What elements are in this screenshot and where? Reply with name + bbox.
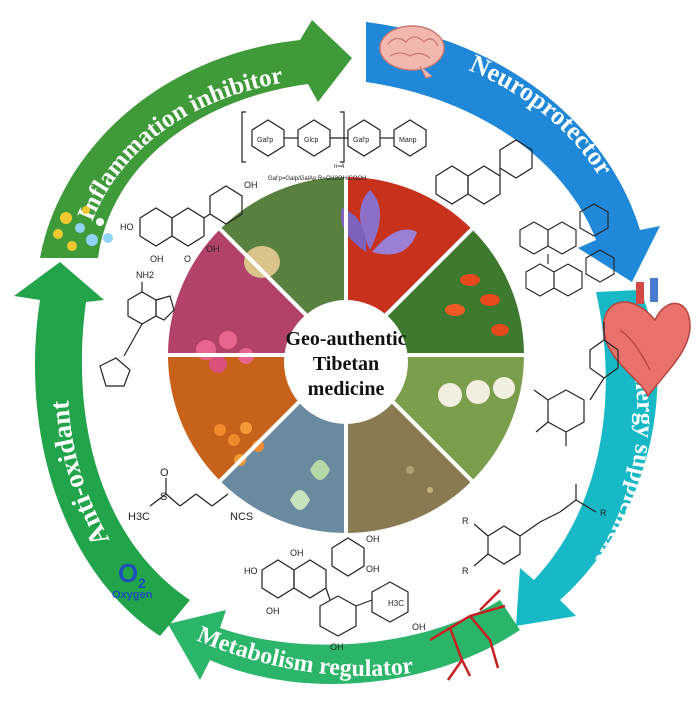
segment-energy-arrow: [516, 290, 658, 626]
svg-text:OH: OH: [150, 254, 164, 264]
segment-metabolism-arrow: [168, 600, 520, 684]
svg-text:R: R: [462, 516, 469, 526]
svg-text:OH: OH: [330, 642, 344, 652]
heart-icon: [602, 278, 691, 398]
brain-icon: [379, 25, 445, 79]
svg-text:OH: OH: [244, 180, 258, 190]
svg-text:R: R: [462, 566, 469, 576]
svg-text:H3C: H3C: [388, 599, 404, 608]
svg-text:Gal'p: Gal'p: [257, 137, 273, 144]
svg-text:Manp: Manp: [399, 137, 417, 144]
svg-text:HO: HO: [120, 222, 134, 232]
svg-text:Glcp: Glcp: [304, 137, 319, 144]
flavonoid-structure-right: [435, 139, 533, 205]
center-line-1: Geo-authentic: [285, 328, 406, 350]
amide-structure: [473, 484, 597, 567]
center-line-3: medicine: [308, 378, 385, 400]
svg-text:Gal'p: Gal'p: [353, 137, 369, 144]
segment-inflammation-arrow: [40, 20, 352, 258]
svg-text:OH: OH: [206, 244, 220, 254]
svg-text:O: O: [160, 467, 169, 479]
segment-antioxidant-arrow: [14, 262, 190, 636]
procyanidin-structure: [519, 203, 615, 297]
segment-antioxidant: Anti-oxidant O 2 Oxygen: [14, 262, 190, 636]
flavonoid-structure-left: [139, 185, 243, 247]
svg-text:OH: OH: [266, 606, 280, 616]
svg-text:OH: OH: [412, 622, 426, 632]
flavonoid-glycoside-structure: [261, 537, 409, 637]
center-label: Geo-authentic Tibetan medicine: [284, 300, 408, 424]
svg-text:OH: OH: [366, 534, 380, 544]
svg-text:NCS: NCS: [230, 511, 253, 523]
svg-text:Gal'p=Galp/GalAp R=CH2OH/: Gal'p=Galp/GalAp R=CH2OH/COOH: [268, 176, 367, 182]
adenosine-structure: [99, 282, 175, 387]
svg-text:O: O: [184, 254, 191, 264]
segment-neuro-arrow: [366, 22, 660, 282]
svg-text:S: S: [160, 491, 167, 503]
oxygen-icon: O 2 Oxygen: [112, 558, 153, 601]
svg-text:HO: HO: [244, 566, 258, 576]
glucoside-structure: [533, 322, 619, 446]
segment-metabolism: Metabolism regulator: [168, 589, 520, 684]
svg-text:OH: OH: [290, 548, 304, 558]
svg-text:R: R: [600, 508, 607, 518]
svg-text:2: 2: [138, 575, 146, 591]
svg-text:n=4: n=4: [334, 164, 345, 170]
svg-text:Oxygen: Oxygen: [112, 589, 153, 601]
polysaccharide-structure: [241, 111, 427, 163]
segment-energy: Energy supplement: [516, 278, 691, 626]
sulforaphane-structure: [149, 478, 229, 507]
svg-text:H3C: H3C: [128, 511, 150, 523]
center-line-2: Tibetan: [313, 353, 379, 375]
svg-text:OH: OH: [366, 564, 380, 574]
blood-vessel-icon: [429, 589, 506, 681]
adenosine-nh2: NH2: [136, 270, 154, 280]
svg-text:O: O: [118, 558, 138, 588]
particles-icon: [53, 206, 113, 251]
